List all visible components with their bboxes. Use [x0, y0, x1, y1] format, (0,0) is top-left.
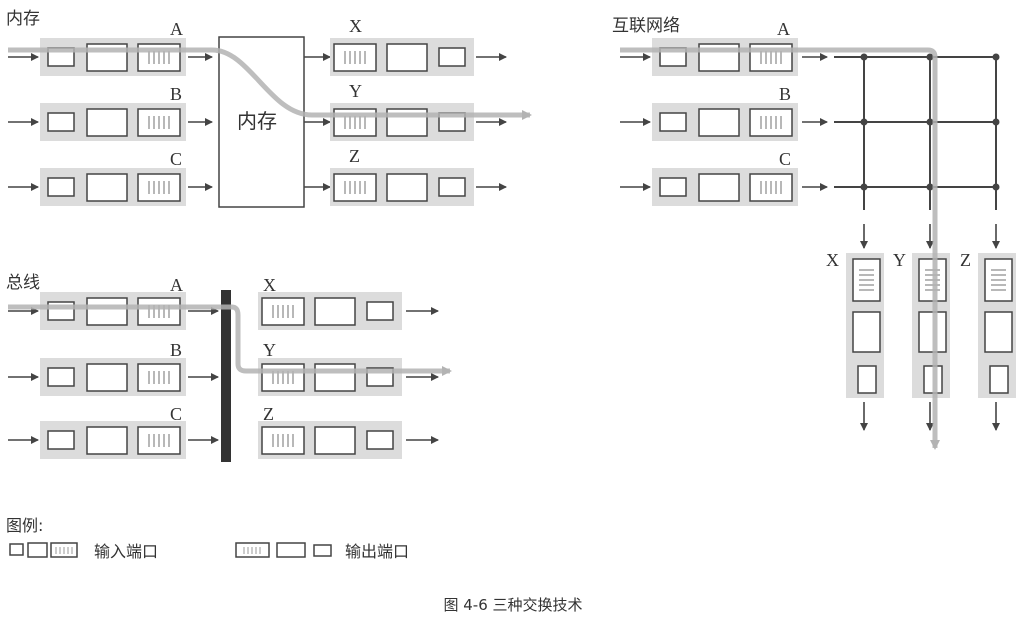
memory-box [218, 36, 305, 208]
crosspoint [860, 183, 868, 191]
crosspoint [992, 183, 1000, 191]
crossbar-output-label: X [826, 250, 839, 270]
link-layer-box [314, 426, 356, 455]
link-layer-box [386, 43, 428, 72]
figure-caption: 图 4-6 三种交换技术 [443, 596, 582, 614]
memory-title: 内存 [6, 9, 40, 29]
legend-medium-box [276, 542, 306, 558]
line-termination-box [989, 365, 1009, 394]
buffer-box [137, 173, 181, 202]
memory-input-label: B [170, 84, 182, 104]
packet-path [8, 304, 452, 376]
link-layer-box [314, 297, 356, 326]
crosspoint [992, 53, 1000, 61]
crosspoint [860, 53, 868, 61]
bus-output-label: X [263, 275, 276, 295]
memory-output-label: Y [349, 81, 362, 101]
line-termination-box [47, 112, 75, 132]
line-termination-box [47, 367, 75, 387]
link-layer-box [698, 108, 740, 137]
line-termination-box [47, 430, 75, 450]
crosspoint [926, 183, 934, 191]
line-termination-box [438, 47, 466, 67]
link-layer-box [86, 108, 128, 137]
line-termination-box [659, 112, 687, 132]
link-layer-box [984, 311, 1013, 353]
link-layer-box [698, 173, 740, 202]
link-layer-box [86, 363, 128, 392]
crosspoint [926, 118, 934, 126]
packet-path [8, 47, 532, 120]
memory-output-label: X [349, 16, 362, 36]
buffer-box [137, 108, 181, 137]
bus-output-label: Z [263, 404, 274, 424]
memory-box-label: 内存 [237, 109, 277, 133]
link-layer-box [86, 426, 128, 455]
legend-small-box [313, 544, 332, 557]
crossbar-output-label: Z [960, 250, 971, 270]
legend-output-port: 输出端口 [345, 542, 409, 561]
crosspoint [926, 53, 934, 61]
bus-input-label: C [170, 404, 182, 424]
legend-medium-box [27, 542, 48, 558]
crossbar-input-label: B [779, 84, 791, 104]
bus-input-label: A [170, 275, 183, 295]
bus-title: 总线 [6, 273, 40, 293]
memory-input-label: A [170, 19, 183, 39]
link-layer-box [86, 297, 128, 326]
line-termination-box [857, 365, 877, 394]
bus-output-label: Y [263, 340, 276, 360]
bus-bar [221, 290, 231, 462]
link-layer-box [86, 173, 128, 202]
crosspoint [992, 118, 1000, 126]
legend-small-box [9, 543, 24, 556]
bus-input-label: B [170, 340, 182, 360]
legend-title: 图例: [6, 516, 43, 535]
crosspoint [860, 118, 868, 126]
link-layer-box [314, 363, 356, 392]
line-termination-box [659, 177, 687, 197]
memory-input-label: C [170, 149, 182, 169]
link-layer-box [852, 311, 881, 353]
memory-output-label: Z [349, 146, 360, 166]
crossbar-title: 互联网络 [612, 16, 680, 36]
line-termination-box [438, 177, 466, 197]
crossbar-input-label: C [779, 149, 791, 169]
line-termination-box [366, 301, 394, 321]
link-layer-box [386, 173, 428, 202]
crossbar-input-label: A [777, 19, 790, 39]
line-termination-box [366, 430, 394, 450]
legend-input-port: 输入端口 [94, 542, 158, 561]
packet-path [620, 47, 940, 450]
crossbar-output-label: Y [893, 250, 906, 270]
line-termination-box [47, 177, 75, 197]
